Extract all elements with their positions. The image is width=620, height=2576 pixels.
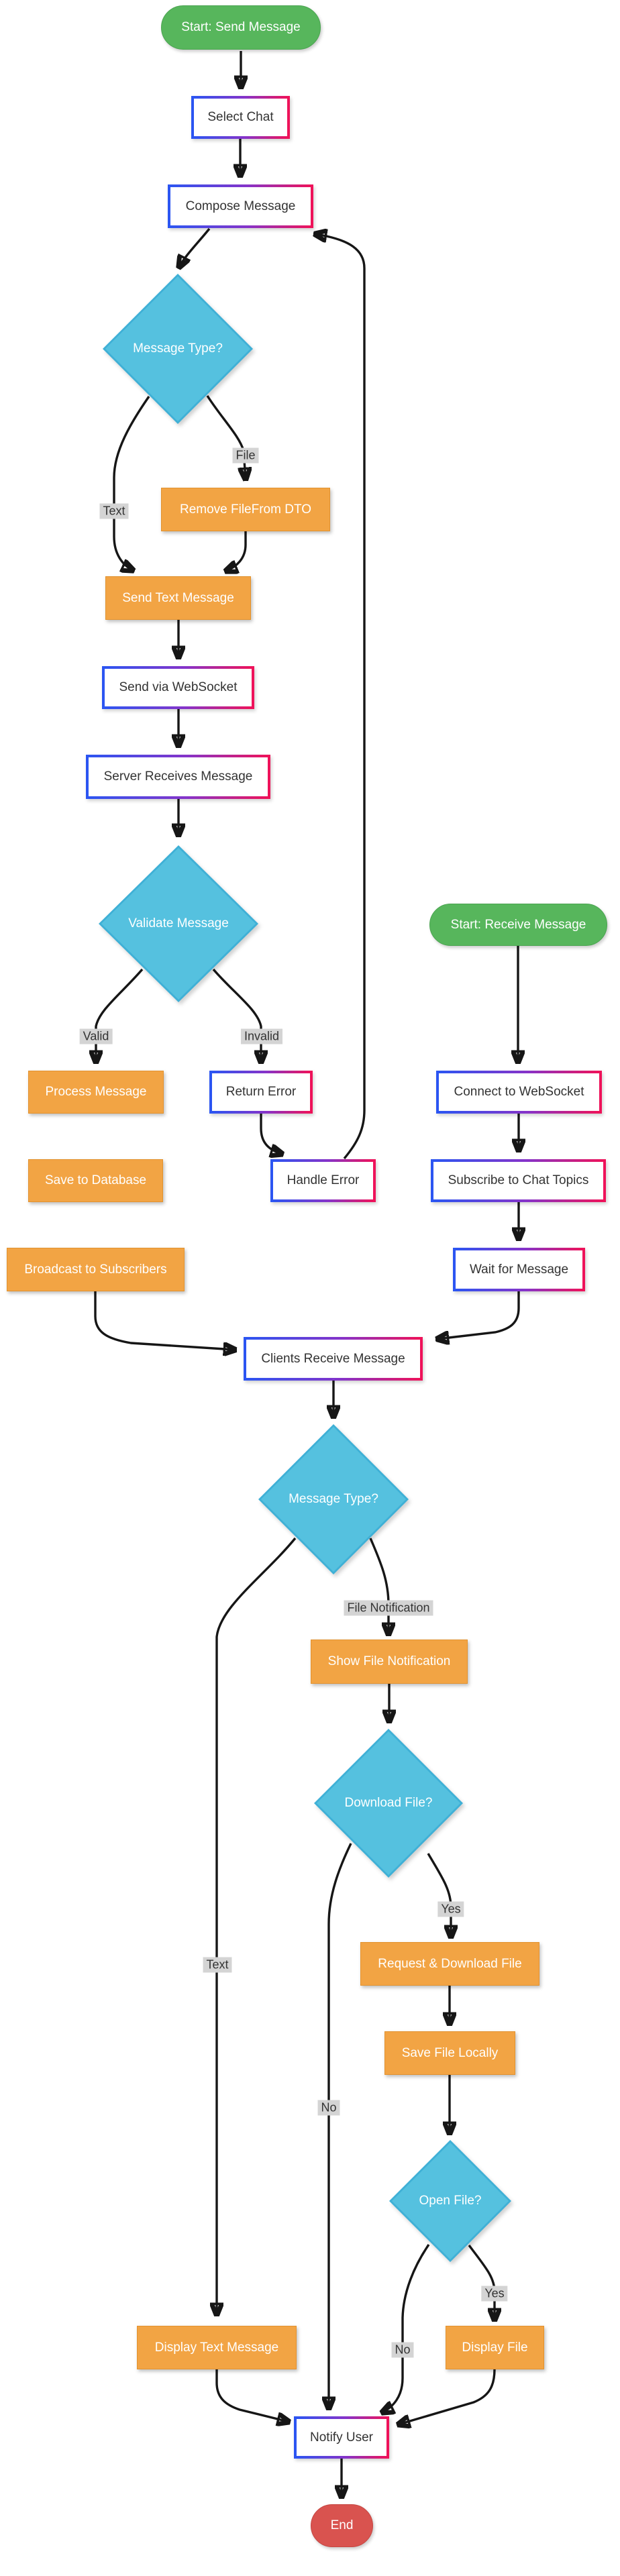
edge-open-no-to-notify bbox=[382, 2244, 430, 2412]
node-clients-receive-message: Clients Receive Message bbox=[244, 1337, 423, 1381]
node-send-text-message: Send Text Message bbox=[105, 576, 251, 620]
node-wait-for-message: Wait for Message bbox=[453, 1248, 585, 1291]
decision-label: Message Type? bbox=[133, 341, 223, 356]
edge-label-text-send: Text bbox=[99, 503, 129, 519]
edge-label-file-notification: File Notification bbox=[344, 1600, 433, 1616]
node-end: End bbox=[311, 2504, 373, 2547]
edge-label-invalid: Invalid bbox=[240, 1028, 283, 1044]
node-save-to-database: Save to Database bbox=[28, 1159, 163, 1202]
edge-label-yes-download: Yes bbox=[437, 1901, 464, 1917]
edge-broadcast-to-clients-receive bbox=[94, 1291, 235, 1350]
decision-download-file: Download File? bbox=[314, 1729, 463, 1878]
edge-label-no-open: No bbox=[391, 2342, 414, 2358]
edge-compose-to-message-type bbox=[179, 227, 211, 267]
node-return-error: Return Error bbox=[209, 1071, 313, 1114]
edge-message-type2-text-to-display-text bbox=[217, 1537, 297, 2314]
edge-validate-valid-to-process bbox=[96, 968, 144, 1062]
edge-handle-error-to-compose-loop bbox=[315, 234, 366, 1160]
node-request-and-download-file: Request & Download File bbox=[360, 1942, 539, 1986]
decision-message-type-send: Message Type? bbox=[103, 274, 253, 424]
edge-remove-file-to-send-text bbox=[226, 531, 247, 571]
node-compose-message: Compose Message bbox=[168, 184, 313, 228]
edge-label-yes-open: Yes bbox=[481, 2286, 508, 2302]
node-handle-error: Handle Error bbox=[270, 1159, 376, 1202]
node-send-via-websocket: Send via WebSocket bbox=[102, 666, 254, 709]
decision-label: Validate Message bbox=[128, 916, 229, 930]
edge-display-file-to-notify bbox=[399, 2369, 496, 2424]
node-display-file: Display File bbox=[446, 2326, 544, 2369]
edge-label-file-send: File bbox=[232, 447, 259, 464]
decision-open-file: Open File? bbox=[389, 2140, 511, 2262]
node-start-send-message: Start: Send Message bbox=[161, 5, 321, 50]
decision-label: Download File? bbox=[344, 1796, 433, 1810]
edge-validate-invalid-to-return-error bbox=[212, 968, 261, 1062]
edge-message-type-text-to-send-text bbox=[113, 396, 150, 570]
edge-download-no-to-notify bbox=[329, 1843, 352, 2408]
decision-label: Open File? bbox=[419, 2194, 482, 2208]
edge-return-error-to-handle-error bbox=[260, 1114, 282, 1154]
node-remove-filefrom-dto: Remove FileFrom DTO bbox=[161, 488, 330, 531]
node-process-message: Process Message bbox=[28, 1071, 164, 1114]
decision-message-type-receive: Message Type? bbox=[258, 1424, 409, 1574]
node-subscribe-to-chat-topics: Subscribe to Chat Topics bbox=[431, 1159, 606, 1202]
edge-wait-to-clients-receive bbox=[437, 1291, 520, 1339]
edge-label-valid: Valid bbox=[79, 1028, 113, 1044]
decision-label: Message Type? bbox=[289, 1492, 378, 1506]
edge-label-text-receive: Text bbox=[203, 1957, 232, 1973]
edge-display-text-to-notify bbox=[215, 2369, 289, 2422]
node-server-receives-message: Server Receives Message bbox=[86, 755, 270, 799]
node-select-chat: Select Chat bbox=[191, 96, 290, 139]
node-broadcast-to-subscribers: Broadcast to Subscribers bbox=[7, 1248, 185, 1291]
node-display-text-message: Display Text Message bbox=[137, 2326, 297, 2369]
node-save-file-locally: Save File Locally bbox=[384, 2031, 515, 2075]
node-connect-to-websocket: Connect to WebSocket bbox=[436, 1071, 602, 1114]
node-start-receive-message: Start: Receive Message bbox=[429, 904, 607, 946]
decision-validate-message: Validate Message bbox=[99, 845, 258, 1002]
node-show-file-notification: Show File Notification bbox=[311, 1640, 468, 1684]
node-notify-user: Notify User bbox=[294, 2416, 389, 2459]
edge-label-no-download: No bbox=[317, 2100, 340, 2116]
